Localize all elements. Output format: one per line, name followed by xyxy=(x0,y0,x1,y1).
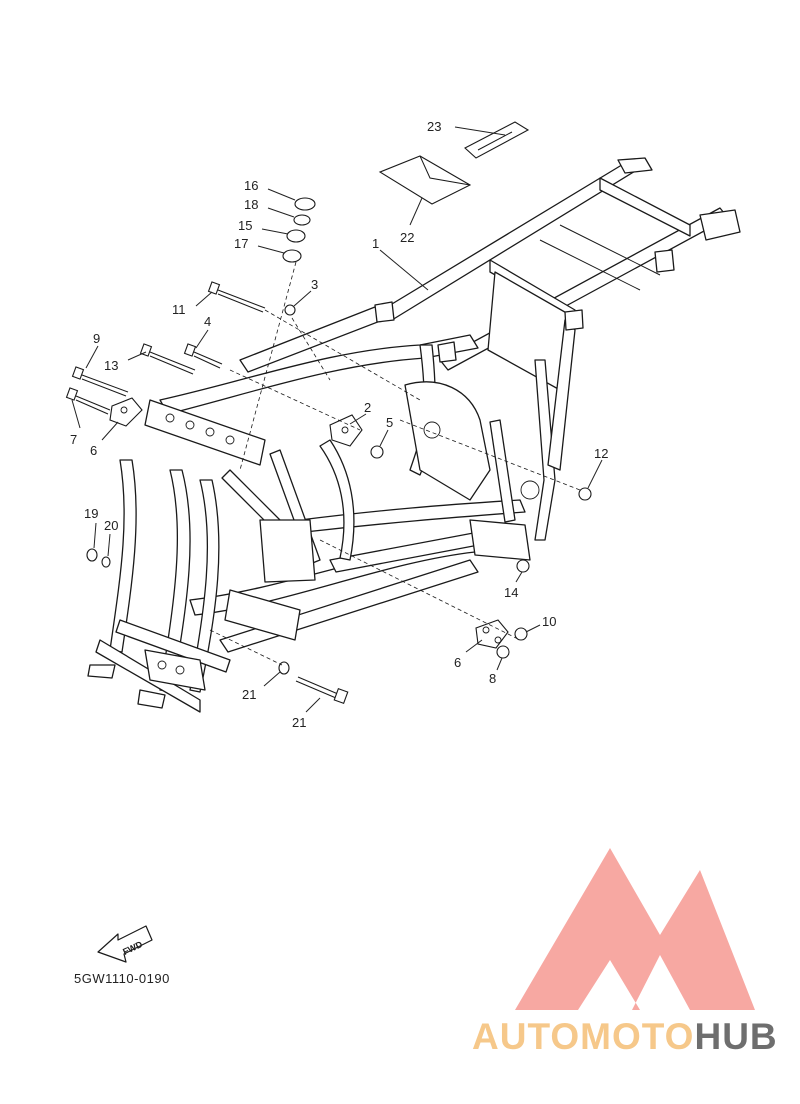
callout-18: 18 xyxy=(244,197,258,212)
callout-16: 16 xyxy=(244,178,258,193)
brand-watermark: AUTOMOTOHUB xyxy=(472,1018,778,1055)
callout-14: 14 xyxy=(504,585,518,600)
callout-6-lower: 6 xyxy=(454,655,461,670)
plate-6-lower xyxy=(475,619,509,649)
callout-11: 11 xyxy=(172,302,186,317)
bolt-19 xyxy=(295,676,349,705)
pouch-22 xyxy=(378,155,472,205)
bolt-13 xyxy=(139,343,196,375)
collar-18 xyxy=(293,214,311,226)
callout-8: 8 xyxy=(489,671,496,686)
bolt-7 xyxy=(65,387,111,415)
callout-2: 2 xyxy=(364,400,371,415)
callout-4: 4 xyxy=(204,314,211,329)
bolt-3 xyxy=(284,304,296,316)
bolt-4 xyxy=(183,343,223,369)
part-code: 5GW1110-0190 xyxy=(74,971,170,986)
washer-21-lower xyxy=(278,661,290,675)
nut-5 xyxy=(370,445,384,459)
nut-14 xyxy=(516,559,530,573)
callout-5: 5 xyxy=(386,415,393,430)
nut-10 xyxy=(514,627,528,641)
callout-23: 23 xyxy=(427,119,441,134)
loose-parts xyxy=(65,121,592,705)
brand-suffix: HUB xyxy=(694,1016,778,1057)
callout-19: 21 xyxy=(292,715,306,730)
callout-1: 1 xyxy=(372,236,379,251)
frame-assembly xyxy=(87,157,741,713)
callout-17: 17 xyxy=(234,236,248,251)
nut-12 xyxy=(578,487,592,501)
bolt-11 xyxy=(207,281,266,313)
watermark-logo xyxy=(515,848,755,1010)
brand-prefix: AUTOMOTO xyxy=(472,1016,695,1057)
callout-6-upper: 6 xyxy=(90,443,97,458)
rubber-15 xyxy=(286,229,306,243)
callout-21-upper: 20 xyxy=(104,518,118,533)
washer-21-upper xyxy=(101,556,111,568)
callout-20: 19 xyxy=(84,506,98,521)
callout-13: 13 xyxy=(104,358,118,373)
callout-3: 3 xyxy=(311,277,318,292)
rubber-17 xyxy=(282,249,302,263)
nut-8 xyxy=(496,645,510,659)
washer-20 xyxy=(86,548,98,562)
callout-7: 7 xyxy=(70,432,77,447)
bolt-9 xyxy=(71,366,129,397)
alignment-lines xyxy=(209,261,581,666)
callout-9: 9 xyxy=(93,331,100,346)
callout-12: 12 xyxy=(594,446,608,461)
rubber-16 xyxy=(294,197,316,211)
callouts: 23 22 1 16 18 15 17 3 11 4 9 13 7 6 2 5 … xyxy=(70,119,608,730)
callout-10: 10 xyxy=(542,614,556,629)
callout-22: 22 xyxy=(400,230,414,245)
callout-21-lower: 21 xyxy=(242,687,256,702)
callout-15: 15 xyxy=(238,218,252,233)
fwd-arrow-icon: FWD xyxy=(97,925,153,963)
